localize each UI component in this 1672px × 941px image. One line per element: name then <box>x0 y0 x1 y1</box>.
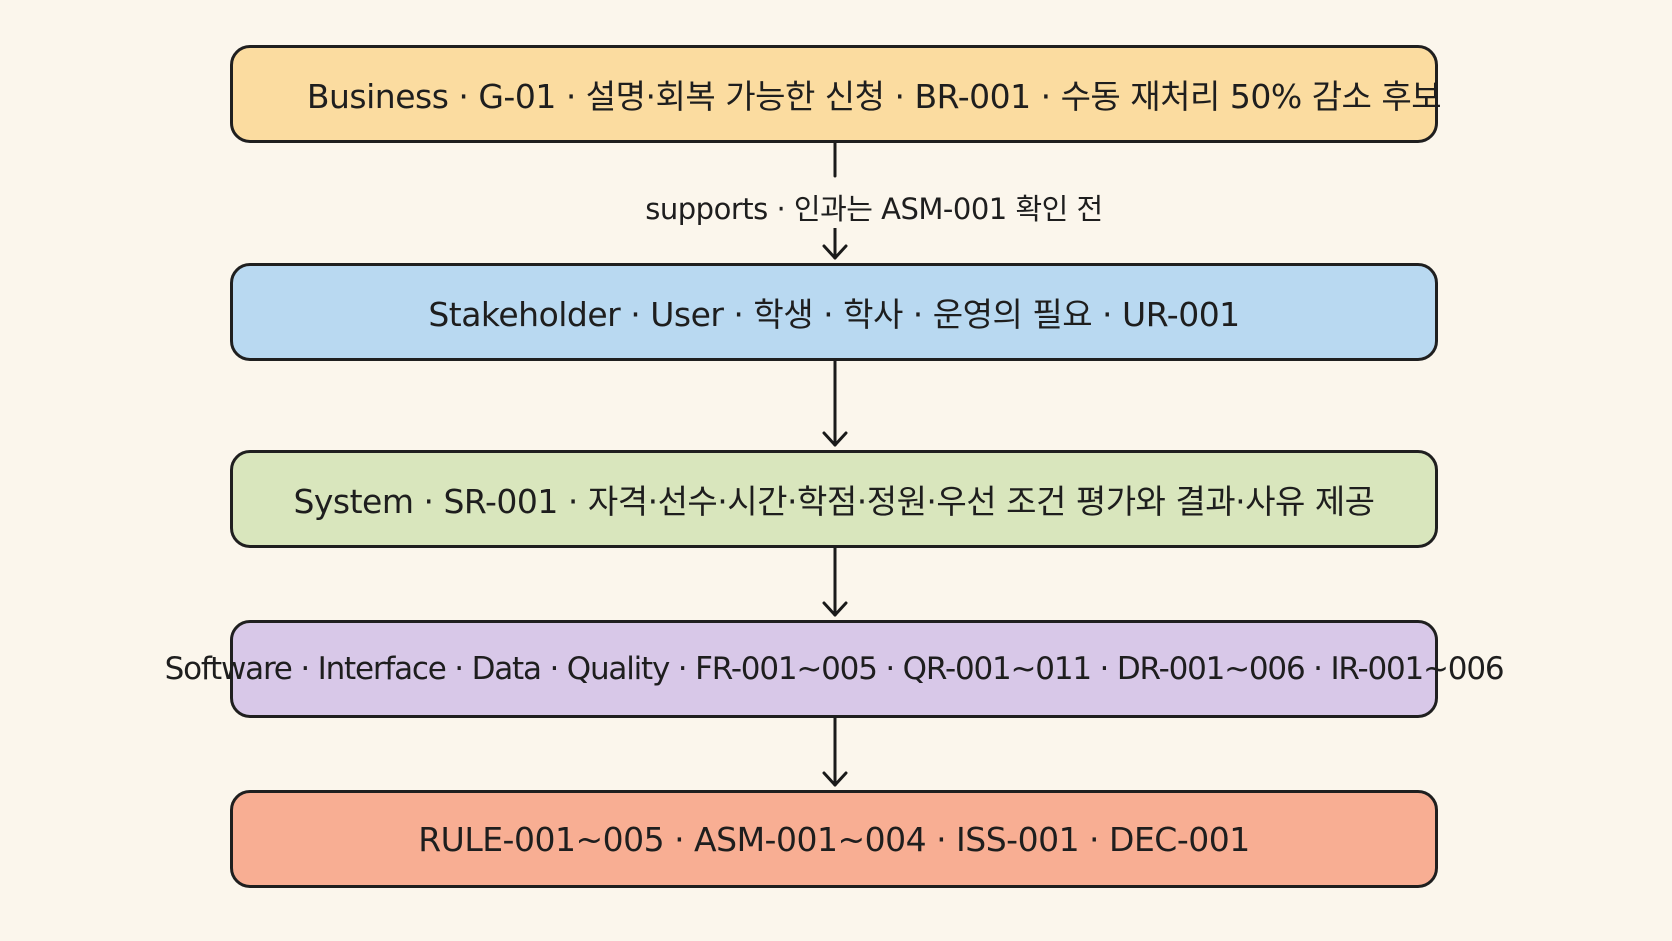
node-rules: RULE-001~005 · ASM-001~004 · ISS-001 · D… <box>230 790 1438 888</box>
edge-label-supports: supports · 인과는 ASM-001 확인 전 <box>0 186 1672 228</box>
node-label: Stakeholder · User · 학생 · 학사 · 운영의 필요 · … <box>428 295 1240 334</box>
node-label: Software · Interface · Data · Quality · … <box>164 651 1505 687</box>
node-system: System · SR-001 · 자격·선수·시간·학점·정원·우선 조건 평… <box>230 450 1438 548</box>
node-business: Business · G-01 · 설명·회복 가능한 신청 · BR-001 … <box>230 45 1442 143</box>
arrowhead-icon <box>822 244 848 260</box>
edge-label-text: supports · 인과는 ASM-001 확인 전 <box>635 186 1113 228</box>
node-label: Business · G-01 · 설명·회복 가능한 신청 · BR-001 … <box>306 77 1442 116</box>
node-label: RULE-001~005 · ASM-001~004 · ISS-001 · D… <box>418 819 1250 859</box>
arrowhead-icon <box>822 771 848 787</box>
arrowhead-icon <box>822 601 848 617</box>
node-stakeholder: Stakeholder · User · 학생 · 학사 · 운영의 필요 · … <box>230 263 1438 361</box>
node-label: System · SR-001 · 자격·선수·시간·학점·정원·우선 조건 평… <box>293 482 1375 521</box>
node-software: Software · Interface · Data · Quality · … <box>165 620 1505 718</box>
arrowhead-icon <box>822 431 848 447</box>
